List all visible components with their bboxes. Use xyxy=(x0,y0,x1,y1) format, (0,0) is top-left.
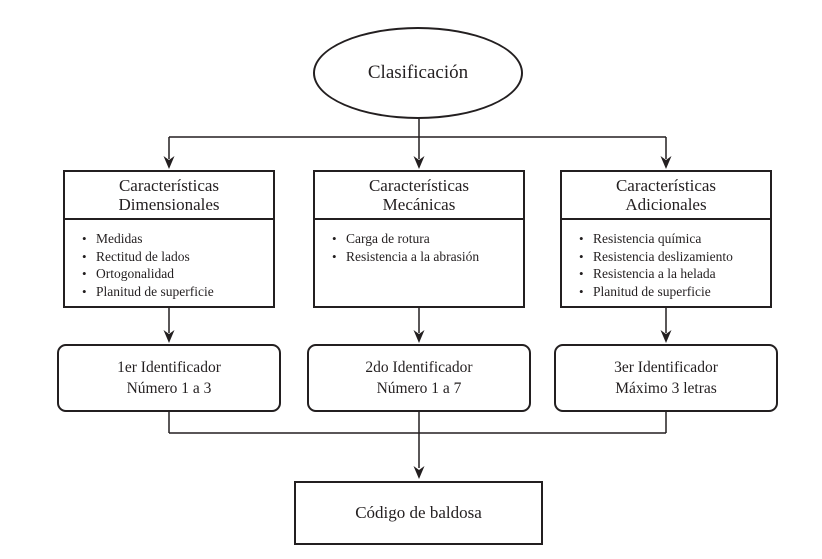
arrowhead-down-icon xyxy=(413,466,425,479)
node-2do-identificador: 2do Identificador Número 1 a 7 xyxy=(307,344,531,412)
identifier-name: 3er Identificador xyxy=(614,359,718,376)
node-clasificacion: Clasificación xyxy=(313,27,523,119)
bullet-item: Planitud de superficie xyxy=(579,283,766,301)
node-codigo-de-baldosa: Código de baldosa xyxy=(294,481,543,545)
identifier-name: 1er Identificador xyxy=(117,359,221,376)
bullet-item: Carga de rotura xyxy=(332,230,519,248)
bullet-item-label: Resistencia deslizamiento xyxy=(593,248,733,264)
bullet-item-label: Medidas xyxy=(96,231,143,246)
identifier-name: 2do Identificador xyxy=(365,359,473,376)
branch-bullet-list: Resistencia química Resistencia deslizam… xyxy=(562,230,770,300)
bullet-item: Medidas xyxy=(82,230,269,248)
bullet-item: Ortogonalidad xyxy=(82,265,269,283)
arrowhead-down-icon xyxy=(660,330,672,343)
bullet-item: Rectitud de lados xyxy=(82,248,269,266)
arrowhead-down-icon xyxy=(163,330,175,343)
branch-header: Características Adicionales xyxy=(562,172,770,220)
identifier-detail: Número 1 a 7 xyxy=(376,380,462,397)
branch-header-line1: Características xyxy=(615,176,717,195)
node-3er-identificador: 3er Identificador Máximo 3 letras xyxy=(554,344,778,412)
result-label: Código de baldosa xyxy=(355,503,482,522)
branch-header-line1: Características xyxy=(118,176,220,195)
branch-header-line1: Características xyxy=(368,176,470,195)
identifier-detail: Número 1 a 3 xyxy=(126,380,212,397)
bullet-item: Planitud de superficie xyxy=(82,283,269,301)
branch-header: Características Mecánicas xyxy=(315,172,523,220)
branch-bullet-list: Medidas Rectitud de lados Ortogonalidad … xyxy=(65,230,273,300)
node-1er-identificador: 1er Identificador Número 1 a 3 xyxy=(57,344,281,412)
branch-header-line2: Mecánicas xyxy=(382,195,456,214)
bullet-item-label: Resistencia química xyxy=(593,231,702,246)
bullet-item-label: Rectitud de lados xyxy=(96,248,190,264)
arrowhead-down-icon xyxy=(413,330,425,343)
arrowhead-down-icon xyxy=(660,156,672,169)
bullet-item-label: Planitud de superficie xyxy=(96,283,214,299)
arrowhead-down-icon xyxy=(163,156,175,169)
bullet-item: Resistencia deslizamiento xyxy=(579,248,766,266)
bullet-item: Resistencia a la helada xyxy=(579,265,766,283)
bullet-item-label: Planitud de superficie xyxy=(593,283,711,299)
bullet-item-label: Carga de rotura xyxy=(346,231,430,246)
bullet-item-label: Resistencia a la helada xyxy=(593,266,716,281)
branch-header: Características Dimensionales xyxy=(65,172,273,220)
branch-header-line2: Adicionales xyxy=(625,195,707,214)
bullet-item-label: Resistencia a la abrasión xyxy=(346,248,480,264)
node-caracteristicas-mecanicas: Características Mecánicas Carga de rotur… xyxy=(313,170,525,308)
node-caracteristicas-adicionales: Características Adicionales Resistencia … xyxy=(560,170,772,308)
branch-bullet-list: Carga de rotura Resistencia a la abrasió… xyxy=(315,230,523,265)
bullet-item: Resistencia a la abrasión xyxy=(332,248,519,266)
bullet-item: Resistencia química xyxy=(579,230,766,248)
node-caracteristicas-dimensionales: Características Dimensionales Medidas Re… xyxy=(63,170,275,308)
arrowhead-down-icon xyxy=(413,156,425,169)
node-clasificacion-label: Clasificación xyxy=(367,62,469,83)
bullet-item-label: Ortogonalidad xyxy=(96,266,174,281)
branch-header-line2: Dimensionales xyxy=(118,195,220,214)
identifier-detail: Máximo 3 letras xyxy=(615,380,717,397)
